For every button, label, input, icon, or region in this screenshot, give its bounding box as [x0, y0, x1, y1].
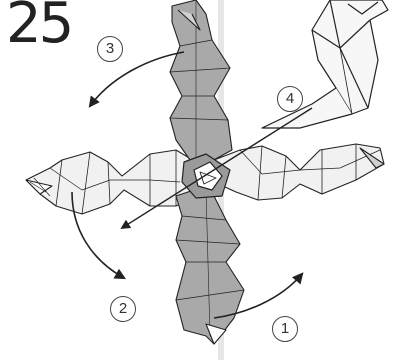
step-label-2: 2 — [110, 296, 136, 322]
step-label-1: 1 — [272, 316, 298, 342]
right-arm — [214, 144, 384, 200]
step-label-3: 3 — [97, 36, 123, 62]
step-label-4: 4 — [277, 86, 303, 112]
step-number: 25 — [6, 0, 71, 52]
